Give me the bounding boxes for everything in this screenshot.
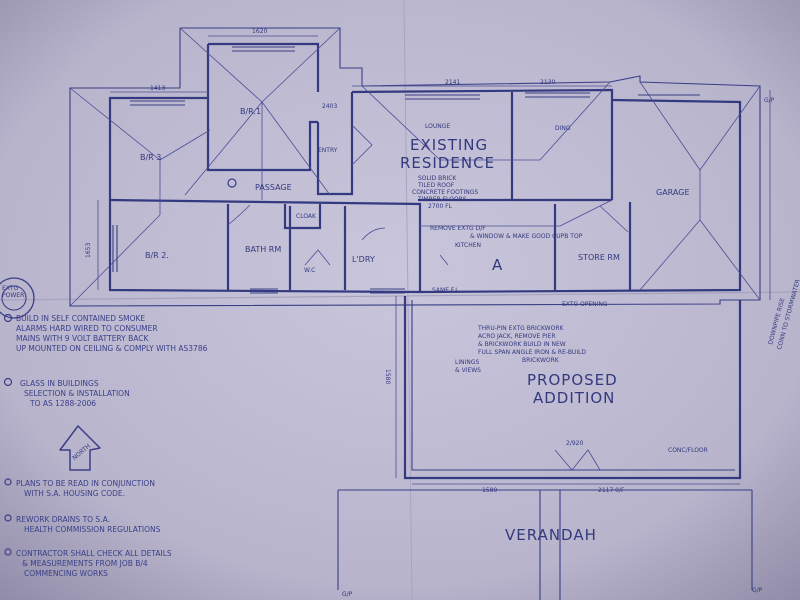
note-contractor-line3: COMMENCING WORKS <box>24 569 108 578</box>
thru-pin-note-line2: ACRO JACK, REMOVE PIER <box>478 333 556 340</box>
same-floor-level: SAME F.L. <box>432 287 461 294</box>
room-label-br2: B/R 2. <box>145 251 169 260</box>
existing-residence-walls <box>69 27 761 307</box>
thru-pin-note-line5: BRICKWORK <box>522 357 560 364</box>
dim-2141: 2141 <box>445 79 460 86</box>
power-point-symbol-icon <box>0 277 35 319</box>
note-drains-line2: HEALTH COMMISSION REGULATIONS <box>24 525 161 534</box>
proposed-title-line2: ADDITION <box>533 389 615 407</box>
room-label-store: STORE RM <box>578 253 620 262</box>
construction-line5: 2700 FL <box>428 203 453 210</box>
note-glass-line3: TO AS 1288-2006 <box>29 399 96 408</box>
linings-note-line1: LININGS <box>455 359 480 366</box>
note-plans-line1: PLANS TO BE READ IN CONJUNCTION <box>16 479 155 488</box>
remove-note-line2: & WINDOW & MAKE GOOD CUPB TOP <box>470 233 583 240</box>
room-label-cloak: CLOAK <box>296 213 317 220</box>
note-bullets <box>3 313 13 556</box>
note-smoke-line2: ALARMS HARD WIRED TO CONSUMER <box>16 324 158 333</box>
note-smoke-line1: BUILD IN SELF CONTAINED SMOKE <box>16 314 145 323</box>
note-smoke-line4: UP MOUNTED ON CEILING & COMPLY WITH AS37… <box>16 344 208 353</box>
existing-title-line1: EXISTING <box>410 136 488 154</box>
room-label-wc: W.C <box>304 267 315 274</box>
proposed-title-line1: PROPOSED <box>527 371 618 389</box>
existing-opening-note: EXTG OPENING <box>562 301 608 308</box>
construction-line2: TILED ROOF <box>417 182 455 189</box>
dim-1413: 1413 <box>150 85 165 92</box>
side-note-line1: EXTG <box>2 285 18 292</box>
room-label-garage: GARAGE <box>656 188 690 197</box>
note-contractor-line1: CONTRACTOR SHALL CHECK ALL DETAILS <box>16 549 172 558</box>
note-smoke-line3: MAINS WITH 9 VOLT BATTERY BACK <box>16 334 150 343</box>
proposed-addition-walls <box>337 296 753 600</box>
room-label-passage: PASSAGE <box>255 183 292 192</box>
dim-2117: 2117 0/F <box>598 487 625 494</box>
smoke-alarm-icon <box>227 178 237 188</box>
dimension-lines <box>97 35 771 485</box>
construction-line1: SOLID BRICK <box>418 175 457 182</box>
thru-pin-note-line4: FULL SPAN ANGLE IRON & RE-BUILD <box>478 349 586 356</box>
door-swings <box>227 124 601 471</box>
note-contractor-line2: & MEASUREMENTS FROM JOB B/4 <box>22 559 148 568</box>
existing-title-line2: RESIDENCE <box>400 154 495 172</box>
dim-2920: 2/920 <box>566 440 583 447</box>
room-label-verandah: VERANDAH <box>505 526 597 544</box>
dim-gp-top: G/P <box>764 97 775 104</box>
dim-1580-vertical: 1580 <box>384 369 391 384</box>
room-label-dining: DING <box>555 125 571 132</box>
dim-2403: 2403 <box>322 103 337 110</box>
section-mark-a: A <box>492 256 503 274</box>
remove-note-line1: REMOVE EXTG D/F <box>430 225 486 232</box>
linings-note-line2: & VIEWS <box>455 367 481 374</box>
conc-floor-note: CONC/FLOOR <box>668 447 708 454</box>
construction-line3: CONCRETE FOOTINGS <box>412 189 478 196</box>
room-label-bathroom: BATH RM <box>245 245 281 254</box>
note-glass-line2: SELECTION & INSTALLATION <box>24 389 130 398</box>
room-label-entry: ENTRY <box>318 147 338 154</box>
north-arrow-icon <box>59 425 101 471</box>
note-glass-line1: GLASS IN BUILDINGS <box>20 379 99 388</box>
dim-2130: 2130 <box>540 79 555 86</box>
side-note-line2: POWER <box>2 292 24 299</box>
dim-gp-bottom-left: G/P <box>342 591 353 598</box>
room-label-lounge: LOUNGE <box>425 123 450 130</box>
room-label-kitchen: KITCHEN <box>455 242 481 249</box>
thru-pin-note-line3: & BRICKWORK BUILD IN NEW <box>478 341 566 348</box>
room-label-laundry: L'DRY <box>352 255 375 264</box>
room-label-br3: B/R 3 <box>140 153 161 162</box>
dim-1580-horizontal: 1580 <box>482 487 497 494</box>
note-plans-line2: WITH S.A. HOUSING CODE. <box>24 489 125 498</box>
windows <box>112 46 700 294</box>
note-drains-line1: REWORK DRAINS TO S.A. <box>16 515 110 524</box>
room-label-br1: B/R.1 <box>240 107 261 116</box>
construction-line4: TIMBER FLOORS <box>417 196 467 203</box>
thru-pin-note-line1: THRU-PIN EXTG BRICKWORK <box>477 325 564 332</box>
dim-gp-bottom-right: G/P <box>752 587 763 594</box>
dim-1653: 1653 <box>85 243 92 258</box>
dim-1620: 1620 <box>252 28 267 35</box>
roof-hip-lines <box>69 27 761 307</box>
